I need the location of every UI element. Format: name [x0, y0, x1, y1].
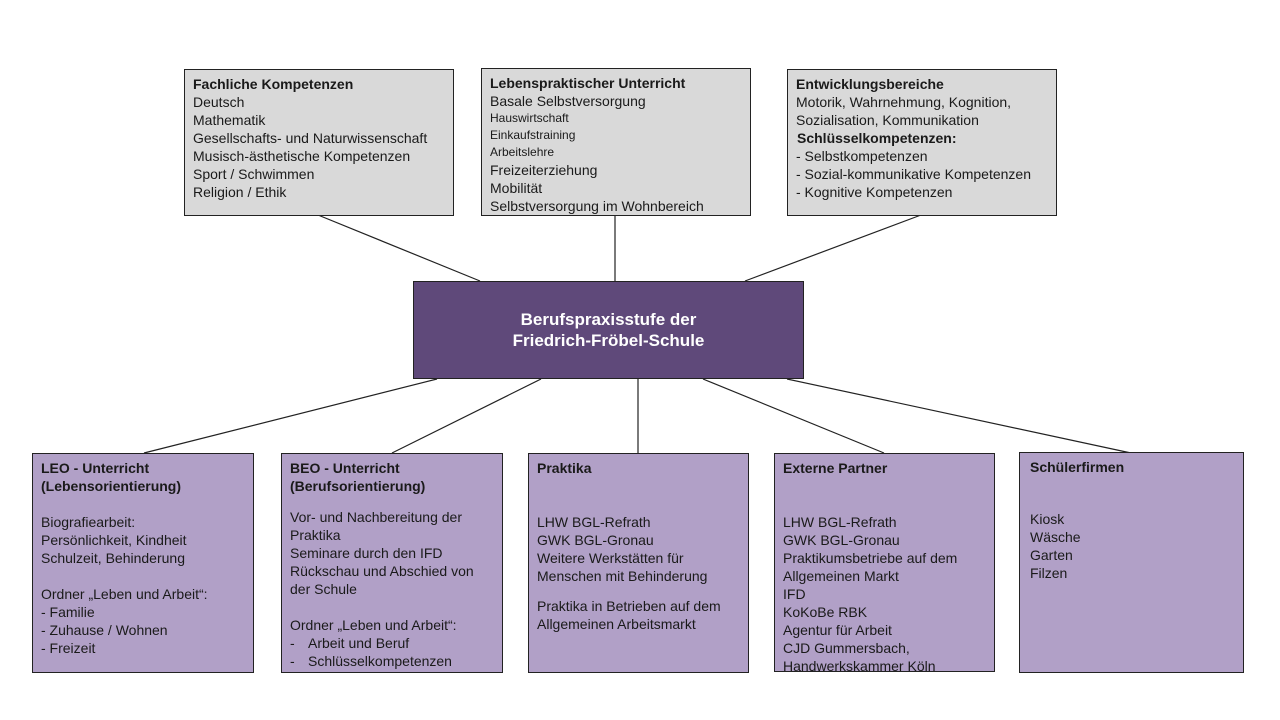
list-item: Handwerkskammer Köln: [783, 658, 936, 674]
box-externe-partner: Externe Partner LHW BGL-Refrath GWK BGL-…: [774, 453, 995, 674]
box-leo-unterricht: LEO - Unterricht (Lebensorientierung) Bi…: [32, 453, 254, 673]
list-item: IFD: [783, 586, 806, 602]
list-item: Praktikumsbetriebe auf dem: [783, 550, 958, 566]
list-item: Menschen mit Behinderung: [537, 568, 708, 584]
box-beo-unterricht: BEO - Unterricht (Berufsorientierung) Vo…: [281, 453, 503, 673]
box-title: BEO - Unterricht: [290, 460, 400, 476]
box-schuelerfirmen: Schülerfirmen Kiosk Wäsche Garten Filzen: [1019, 452, 1244, 673]
connector-entwicklung: [744, 214, 922, 282]
list-item: -Schlüsselkompetenzen: [290, 653, 452, 669]
list-item: Mobilität: [490, 180, 543, 196]
box-title: Entwicklungsbereiche: [796, 76, 944, 92]
list-item: Agentur für Arbeit: [783, 622, 892, 638]
list-item: Sozialisation, Kommunikation: [796, 112, 979, 128]
box-lebenspraktischer-unterricht: Lebenspraktischer Unterricht Basale Selb…: [481, 68, 751, 216]
list-item: - Selbstkompetenzen: [796, 148, 928, 164]
list-item: -Arbeit und Beruf: [290, 635, 410, 651]
list-item: Motorik, Wahrnehmung, Kognition,: [796, 94, 1012, 110]
list-item: Praktika in Betrieben auf dem: [537, 598, 721, 614]
list-item: Musisch-ästhetische Kompetenzen: [193, 148, 411, 164]
list-item: Praktika: [290, 527, 341, 543]
connector-fachliche: [317, 214, 481, 282]
list-item: Persönlichkeit, Kindheit: [41, 532, 187, 548]
box-title: Praktika: [537, 460, 592, 476]
list-item: LHW BGL-Refrath: [537, 514, 651, 530]
box-title: Externe Partner: [783, 460, 888, 476]
connector-externe: [702, 378, 885, 454]
list-item: - Freizeit: [41, 640, 96, 656]
list-item: KoKoBe RBK: [783, 604, 868, 620]
box-title: Fachliche Kompetenzen: [193, 76, 354, 92]
list-item: - Familie: [41, 604, 95, 620]
list-item: Sport / Schwimmen: [193, 166, 315, 182]
connector-beo: [391, 378, 542, 454]
box-praktika: Praktika LHW BGL-Refrath GWK BGL-Gronau …: [528, 453, 749, 673]
box-title: Lebenspraktischer Unterricht: [490, 75, 686, 91]
list-item: LHW BGL-Refrath: [783, 514, 897, 530]
list-item: Allgemeinen Arbeitsmarkt: [537, 616, 696, 632]
list-item: Schulzeit, Behinderung: [41, 550, 185, 566]
list-item: Freizeiterziehung: [490, 162, 598, 178]
list-item: Kiosk: [1030, 511, 1065, 527]
list-item: GWK BGL-Gronau: [783, 532, 900, 548]
list-item: Seminare durch den IFD: [290, 545, 443, 561]
box-fachliche-kompetenzen: Fachliche Kompetenzen Deutsch Mathematik…: [184, 69, 454, 216]
connector-leo: [143, 378, 438, 454]
list-item: Basale Selbstversorgung: [490, 93, 646, 109]
list-item: - Zuhause / Wohnen: [41, 622, 168, 638]
center-title-line2: Friedrich-Fröbel-Schule: [512, 331, 705, 350]
box-title-sub: (Berufsorientierung): [290, 478, 426, 494]
box-title-sub: (Lebensorientierung): [41, 478, 182, 494]
list-item: GWK BGL-Gronau: [537, 532, 654, 548]
list-item: Hauswirtschaft: [490, 111, 569, 125]
list-item: Gesellschafts- und Naturwissenschaft: [193, 130, 428, 146]
list-item: Selbstversorgung im Wohnbereich: [490, 198, 704, 214]
list-item: Vor- und Nachbereitung der: [290, 509, 462, 525]
list-item: Biografiearbeit:: [41, 514, 136, 530]
list-item: der Schule: [290, 581, 357, 597]
list-item: Religion / Ethik: [193, 184, 287, 200]
box-title: Schülerfirmen: [1030, 459, 1125, 475]
list-item: Weitere Werkstätten für: [537, 550, 684, 566]
connector-schuelerfirmen: [786, 378, 1132, 454]
box-title: LEO - Unterricht: [41, 460, 150, 476]
box-subtitle: Schlüsselkompetenzen:: [797, 130, 957, 146]
list-item: CJD Gummersbach,: [783, 640, 910, 656]
list-item: Allgemeinen Markt: [783, 568, 899, 584]
list-item: Arbeitslehre: [490, 145, 555, 159]
list-item: - Sozial-kommunikative Kompetenzen: [796, 166, 1031, 182]
list-item: Rückschau und Abschied von: [290, 563, 474, 579]
list-item: - Kognitive Kompetenzen: [796, 184, 953, 200]
box-entwicklungsbereiche: Entwicklungsbereiche Motorik, Wahrnehmun…: [787, 69, 1057, 216]
center-box: Berufspraxisstufe der Friedrich-Fröbel-S…: [413, 281, 804, 379]
list-item: Ordner „Leben und Arbeit“:: [290, 617, 457, 633]
center-title-line1: Berufspraxisstufe der: [520, 310, 697, 329]
list-item: Deutsch: [193, 94, 245, 110]
list-item: Mathematik: [193, 112, 266, 128]
list-item: Garten: [1030, 547, 1073, 563]
list-item: Einkaufstraining: [490, 128, 576, 142]
list-item: Filzen: [1030, 565, 1068, 581]
list-item: Wäsche: [1030, 529, 1081, 545]
list-item: Ordner „Leben und Arbeit“:: [41, 586, 208, 602]
